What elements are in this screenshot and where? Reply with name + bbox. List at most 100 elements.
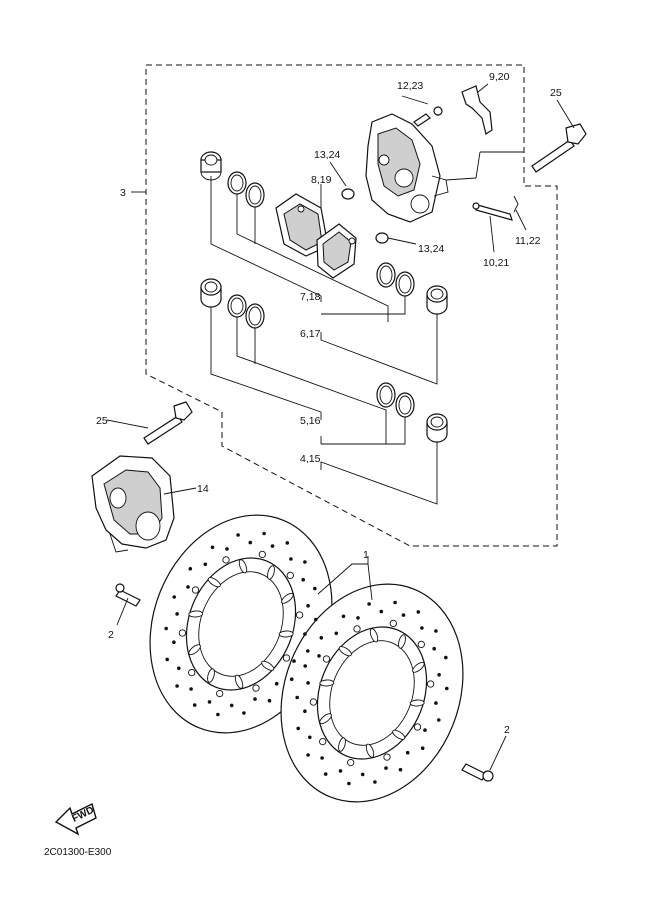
disc-right-carrier-slot <box>398 634 406 649</box>
disc-left-vent-hole <box>186 585 190 589</box>
disc-left-vent-hole <box>207 700 212 704</box>
seal-upper-1 <box>227 171 247 195</box>
disc-left-vent-hole <box>242 711 246 715</box>
disc-left-vent-hole <box>188 567 193 571</box>
disc-left-vent-hole <box>177 666 181 671</box>
disc-left-float-button <box>222 556 230 564</box>
disc-left-vent-hole <box>225 547 229 551</box>
piston-mid-right <box>426 285 448 315</box>
disc-right-float-button <box>417 640 425 649</box>
disc-right-vent-hole <box>423 728 427 732</box>
disc-left-vent-hole <box>175 684 179 688</box>
disc-left-float-button <box>258 550 266 559</box>
disc-left-vent-hole <box>236 533 240 537</box>
disc-left-float-button <box>178 629 187 637</box>
group-lines <box>210 176 438 505</box>
disc-left-vent-hole <box>285 541 290 545</box>
disc-bolt-right <box>461 763 494 782</box>
disc-left-vent-hole <box>192 703 197 707</box>
callout-11-22: 11,22 <box>515 235 541 247</box>
disc-right-vent-hole <box>303 709 307 713</box>
disc-right-float-button <box>413 723 422 731</box>
pad-spring <box>461 85 493 135</box>
disc-right-carrier-slot <box>412 661 425 673</box>
disc-left-float-button <box>295 611 304 619</box>
disc-left-details <box>164 531 318 717</box>
disc-right-carrier-slot <box>338 646 352 657</box>
disc-left-carrier-slot <box>278 630 294 638</box>
callout-13-24-upper: 13,24 <box>314 149 340 161</box>
disc-left-vent-hole <box>301 577 306 582</box>
callout-13-24-lower: 13,24 <box>418 243 444 255</box>
disc-right-vent-hole <box>320 756 324 760</box>
disc-right-vent-hole <box>434 629 438 633</box>
disc-left-vent-hole <box>216 712 220 717</box>
seal-lower-1 <box>376 382 396 408</box>
drawing-code: 2C01300-E300 <box>44 847 112 858</box>
disc-right-vent-hole <box>416 610 421 614</box>
disc-left-vent-hole <box>292 659 296 663</box>
callout-7-18: 7,18 <box>300 291 321 303</box>
disc-left-float-button <box>216 689 224 698</box>
bushing-upper <box>341 188 355 200</box>
disc-right-vent-hole <box>306 681 310 685</box>
disc-right-vent-hole <box>437 718 441 722</box>
disc-right-vent-hole <box>360 772 365 777</box>
disc-left-vent-hole <box>172 640 176 644</box>
disc-left-carrier-slot <box>207 668 215 683</box>
disc-left-float-button <box>282 654 291 662</box>
disc-right-vent-hole <box>347 781 351 786</box>
disc-right-carrier-slot <box>319 713 332 725</box>
piston-lower-right <box>426 413 448 443</box>
disc-left-vent-hole <box>314 617 318 622</box>
bleed-screw <box>413 106 443 127</box>
disc-right-vent-hole <box>303 664 308 668</box>
disc-left-vent-hole <box>274 681 279 686</box>
disc-left-float-button <box>188 668 196 677</box>
caliper-bolt-upper <box>531 123 587 173</box>
callout-2-left: 2 <box>108 629 114 641</box>
disc-left-vent-hole <box>270 544 275 548</box>
disc-left-vent-hole <box>229 703 234 708</box>
piston-upper-left <box>200 151 222 181</box>
disc-left-carrier-slot <box>207 577 221 588</box>
disc-left-carrier-slot <box>234 674 244 689</box>
pad-pin <box>472 202 513 221</box>
disc-right-vent-hole <box>379 609 384 614</box>
seal-mid-1 <box>227 294 247 318</box>
disc-right-vent-hole <box>373 780 377 784</box>
disc-right-vent-hole <box>384 766 388 770</box>
disc-left-carrier-slot <box>281 592 294 604</box>
disc-right-vent-hole <box>420 626 424 630</box>
callout-10-21: 10,21 <box>483 257 509 269</box>
disc-left-float-button <box>252 684 260 692</box>
disc-right-vent-hole <box>367 602 371 606</box>
disc-right-vent-hole <box>317 654 321 658</box>
disc-left-vent-hole <box>175 612 179 616</box>
assembly-boundary <box>145 64 558 547</box>
disc-right-vent-hole <box>401 613 406 617</box>
callout-2-right: 2 <box>504 724 510 736</box>
disc-left-float-button <box>286 571 294 580</box>
disc-right-details <box>295 600 449 786</box>
callout-1: 1 <box>363 549 369 561</box>
pin-clip <box>513 195 519 213</box>
callout-12-23: 12,23 <box>397 80 423 92</box>
disc-right-float-button <box>353 625 361 633</box>
disc-right-float-button <box>319 737 327 746</box>
disc-right-vent-hole <box>444 655 448 660</box>
disc-right-vent-hole <box>393 600 397 605</box>
callout-5-16: 5,16 <box>300 415 321 427</box>
brake-disc-right <box>280 583 464 803</box>
disc-right-carrier-slot <box>409 699 425 707</box>
disc-right-vent-hole <box>434 701 438 705</box>
disc-right-float-button <box>322 655 331 663</box>
disc-right-carrier-slot <box>369 628 379 643</box>
bushing-lower <box>375 232 389 244</box>
fwd-arrow-icon: FWD <box>54 802 97 836</box>
disc-right-vent-hole <box>308 735 312 740</box>
callout-4-15: 4,15 <box>300 453 321 465</box>
brake-disc-left <box>149 514 333 734</box>
disc-right-float-button <box>347 758 355 767</box>
